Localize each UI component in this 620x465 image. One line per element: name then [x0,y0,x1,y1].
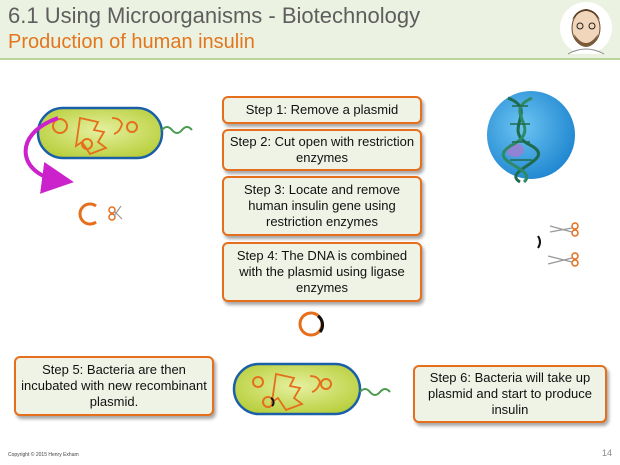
page-title: 6.1 Using Microorganisms - Biotechnology [8,3,421,28]
avatar-icon [560,2,612,55]
step-6-box: Step 6: Bacteria will take up plasmid an… [413,365,607,423]
step-4-box: Step 4: The DNA is combined with the pla… [222,242,422,302]
header-divider [0,58,620,60]
cut-plasmid-icon [78,202,97,226]
step-3-box: Step 3: Locate and remove human insulin … [222,176,422,236]
scissors-icon [108,205,123,221]
scissors-icon [547,252,579,267]
recombinant-plasmid-icon [298,311,325,337]
page-number: 14 [601,448,612,458]
arrow-icon [23,116,74,194]
bacterium-icon [232,362,391,416]
copyright-text: Copyright © 2015 Henry Exham [8,452,79,458]
bacterium-icon [36,106,193,160]
page-subtitle: Production of human insulin [8,31,255,53]
plasmid-icon [52,118,138,150]
header-band [0,0,620,58]
dna-helix-icon [487,91,575,184]
scissors-icon [549,222,579,237]
gene-fragment-icon [537,235,541,249]
step-2-box: Step 2: Cut open with restriction enzyme… [222,129,422,171]
step-5-box: Step 5: Bacteria are then incubated with… [14,356,214,416]
step-1-box: Step 1: Remove a plasmid [222,96,422,124]
